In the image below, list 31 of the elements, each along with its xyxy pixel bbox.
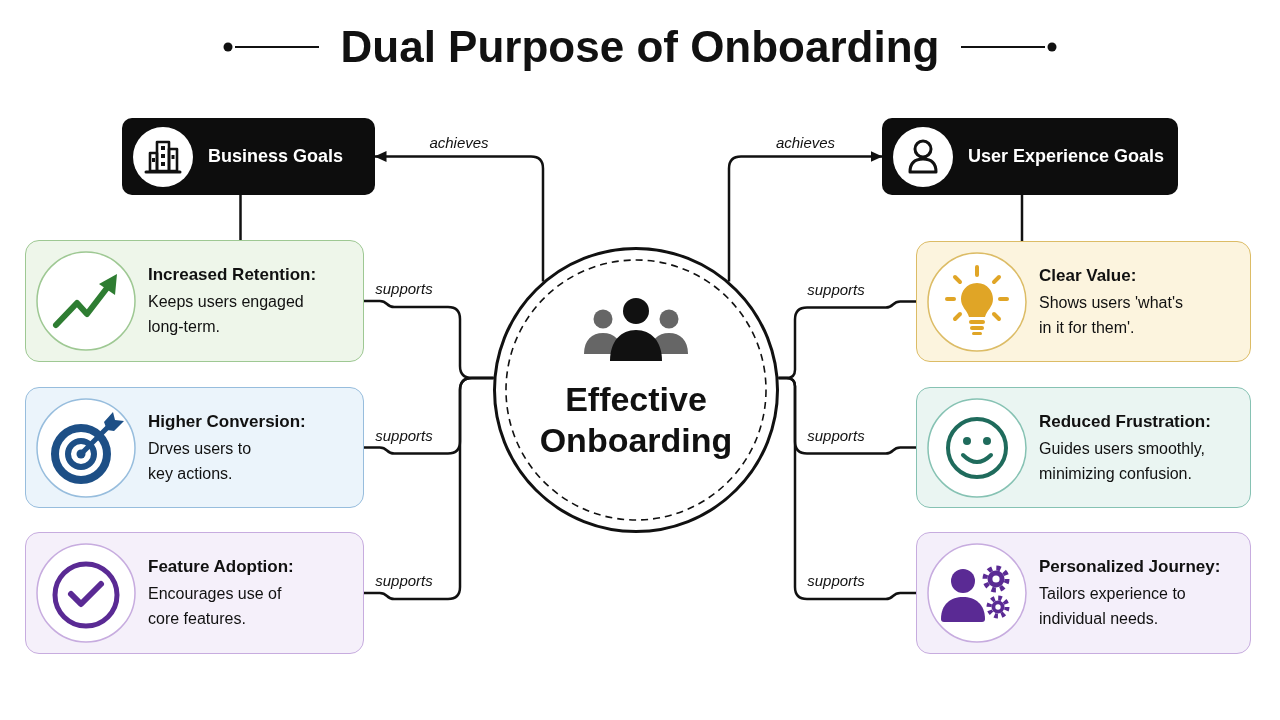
connector-line	[778, 376, 916, 601]
diagram-title: Dual Purpose of Onboarding	[340, 21, 940, 73]
connector-line	[239, 195, 242, 240]
goal-card	[916, 241, 1251, 362]
arrow	[374, 151, 545, 282]
card-description: Drves users to key actions.	[148, 438, 253, 484]
hub-title: Effective Onboarding	[538, 379, 734, 461]
group-header-box	[122, 118, 375, 195]
card-heading: Reduced Frustration:	[1039, 410, 1211, 433]
card-heading: Clear Value:	[1039, 264, 1137, 287]
card-description: Shows users 'what's in it for them'.	[1039, 292, 1184, 338]
goal-card	[916, 387, 1251, 508]
card-heading: Feature Adoption:	[148, 556, 294, 578]
connector-line	[1020, 195, 1024, 241]
card-heading: Increased Retention:	[148, 264, 317, 286]
card-description: Keeps users engaged long-term.	[148, 292, 305, 337]
card-description: Encourages use of core features.	[148, 584, 283, 629]
card-heading: Personalized Journey:	[1039, 556, 1221, 578]
card-heading: Higher Conversion:	[148, 410, 306, 433]
header-title: Business Goals	[208, 146, 344, 167]
goal-card	[25, 387, 364, 508]
goal-card	[25, 532, 364, 654]
card-description: Guides users smoothly, minimizing confusion.	[1039, 438, 1206, 484]
goal-card	[916, 532, 1251, 654]
arrow	[727, 151, 883, 282]
connector-line	[364, 376, 494, 601]
hub-circle	[493, 247, 779, 533]
header-title: User Experience Goals	[968, 146, 1165, 167]
card-description: Tailors experience to individual needs.	[1039, 584, 1187, 629]
goal-card	[25, 240, 364, 362]
group-header-box	[882, 118, 1178, 195]
